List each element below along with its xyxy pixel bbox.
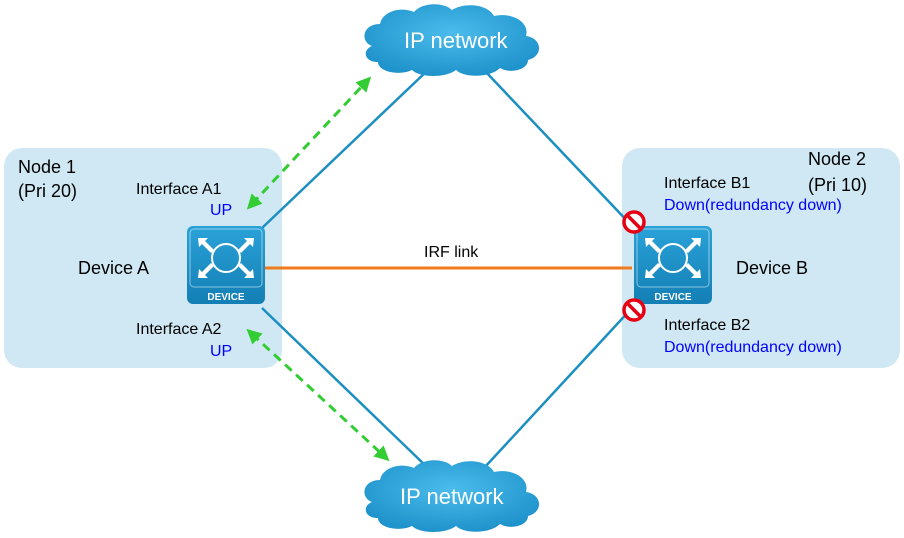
interface-a1-name: Interface A1 — [136, 181, 222, 198]
device-b-icon — [634, 226, 712, 304]
device-a-icon — [187, 226, 265, 304]
ip-network-label-bottom: IP network — [400, 484, 504, 509]
blocked-icon-b2 — [622, 298, 646, 322]
link-b1-top-network — [483, 69, 633, 227]
ip-network-cloud-top — [364, 4, 540, 76]
link-a2-bottom-network — [261, 307, 429, 469]
interface-b1-name: Interface B1 — [664, 175, 751, 192]
ip-network-cloud-bottom — [364, 460, 540, 532]
interface-a1-status: UP — [210, 202, 233, 219]
node2-panel — [622, 148, 900, 368]
node1-priority: (Pri 20) — [18, 181, 78, 201]
interface-a2-status: UP — [210, 343, 233, 360]
interface-b2-name: Interface B2 — [664, 317, 751, 334]
link-a1-top-network — [261, 69, 429, 229]
interface-a2-name: Interface A2 — [136, 321, 222, 338]
device-a-label: Device A — [78, 258, 150, 278]
blocked-icon-b1 — [622, 210, 646, 234]
ip-network-label-top: IP network — [404, 28, 508, 53]
interface-b1-status: Down(redundancy down) — [664, 197, 842, 214]
link-b2-bottom-network — [483, 307, 633, 469]
node1-panel — [4, 148, 282, 368]
node1-name: Node 1 — [18, 157, 77, 177]
device-b-badge: DEVICE — [654, 292, 692, 303]
node2-name: Node 2 — [808, 149, 867, 169]
irf-link-label: IRF link — [424, 244, 479, 261]
node2-priority: (Pri 10) — [808, 175, 868, 195]
device-a-badge: DEVICE — [207, 292, 245, 303]
traffic-arrow-bottom — [246, 328, 390, 462]
traffic-arrow-top — [246, 76, 372, 210]
interface-b2-status: Down(redundancy down) — [664, 339, 842, 356]
device-b-label: Device B — [736, 258, 809, 278]
